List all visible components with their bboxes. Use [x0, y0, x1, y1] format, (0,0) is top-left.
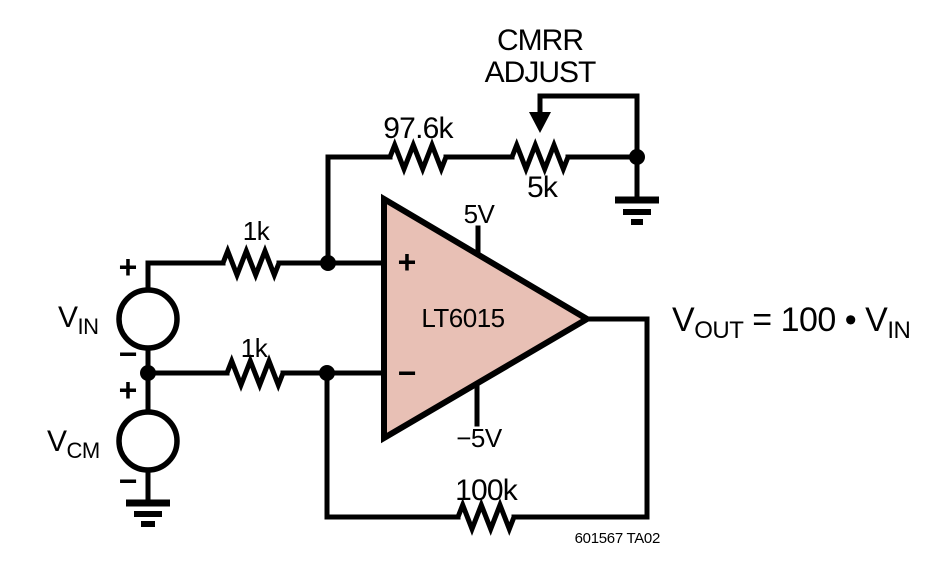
vcm-plus-sign: +	[119, 372, 138, 408]
potentiometer-5k-value: 5k	[527, 171, 559, 204]
vin-plus-sign: +	[119, 249, 138, 285]
source-vin	[116, 287, 180, 351]
vin-circle	[116, 287, 180, 351]
junction-pot-ground	[629, 149, 645, 165]
cmrr-adjust-label-line1: CMRR	[497, 24, 583, 57]
source-vcm	[116, 409, 180, 473]
junction-inverting	[319, 365, 335, 381]
wire-vin-to-r1	[145, 260, 226, 295]
junction-noninverting	[320, 255, 336, 271]
supply-negative-label: −5V	[456, 423, 503, 453]
wires	[145, 93, 650, 520]
resistor-1k-bottom	[224, 354, 286, 392]
opamp-part-label: LT6015	[421, 303, 504, 333]
vcm-minus-sign: −	[119, 463, 138, 499]
potentiometer-5k	[509, 138, 571, 176]
vin-label: VIN	[58, 301, 99, 339]
resistors	[220, 112, 571, 536]
vin-minus-sign: −	[119, 336, 138, 372]
wire-wiper-loop	[537, 93, 640, 160]
resistor-100k	[455, 498, 517, 536]
labels: CMRR ADJUST 97.6k 5k 1k 1k 100k 5V −5V +…	[47, 24, 911, 547]
ground-symbol-vcm	[126, 499, 170, 527]
junction-sources	[140, 365, 156, 381]
vcm-circle	[116, 409, 180, 473]
supply-positive-label: 5V	[464, 199, 496, 229]
opamp-plus-sign: +	[398, 244, 417, 280]
resistor-1k-bottom-value: 1k	[241, 333, 269, 363]
ground-symbol-top-right	[615, 196, 659, 225]
output-equation: VOUT = 100 • VIN	[672, 301, 910, 344]
resistor-100k-value: 100k	[455, 474, 519, 507]
resistor-97k6	[387, 138, 449, 176]
opamp-lt6015: LT6015 + −	[381, 193, 593, 444]
vcm-label: VCM	[47, 425, 100, 463]
resistor-97k6-value: 97.6k	[383, 112, 454, 145]
opamp-minus-sign: −	[398, 355, 417, 391]
cmrr-adjust-label-line2: ADJUST	[485, 56, 596, 89]
opamp-triangle	[381, 193, 593, 444]
resistor-1k-top-value: 1k	[243, 216, 271, 246]
wiper-arrow-icon	[529, 112, 551, 133]
resistor-1k-top	[220, 244, 282, 282]
figure-code: 601567 TA02	[575, 530, 660, 547]
junctions	[140, 149, 645, 381]
